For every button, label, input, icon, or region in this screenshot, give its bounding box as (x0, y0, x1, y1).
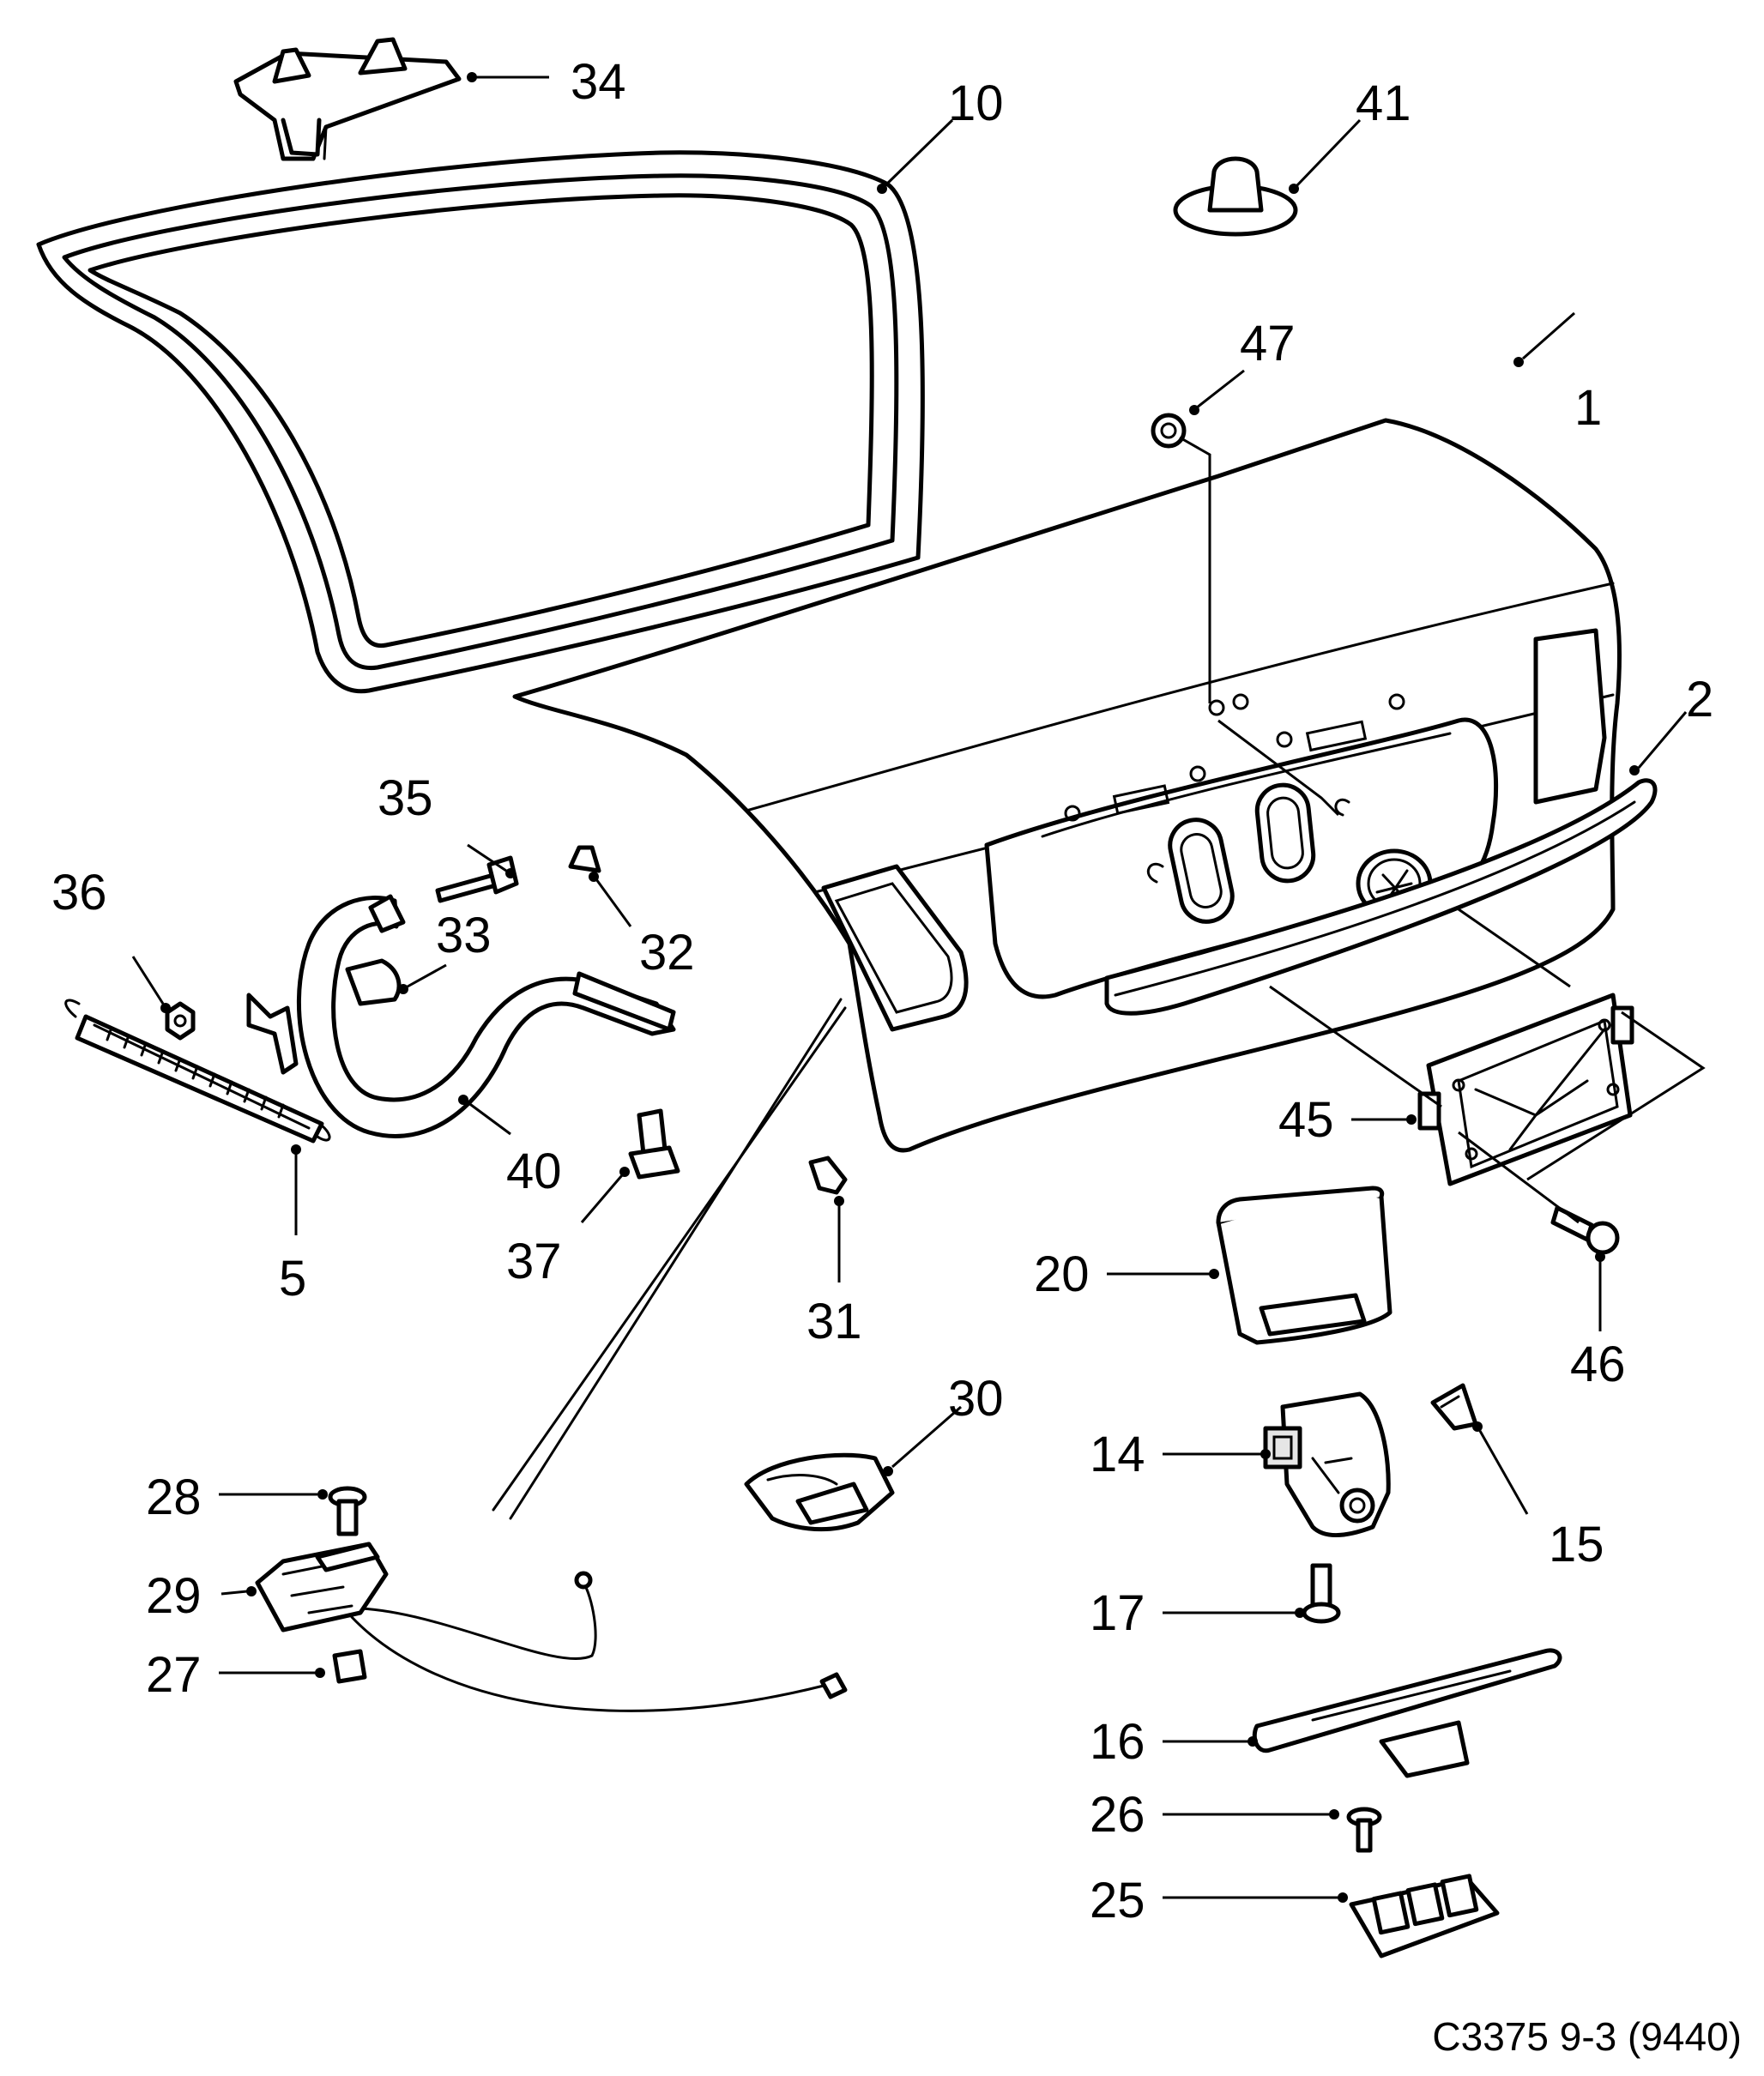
callout-37: 37 (506, 1234, 562, 1289)
callout-14: 14 (1090, 1427, 1145, 1482)
part-33-clip (345, 958, 402, 1006)
callout-16: 16 (1090, 1714, 1145, 1770)
part-10-weatherstrip-seal (36, 150, 925, 694)
part-32-clip (568, 845, 601, 873)
part-25-switch (1349, 1874, 1500, 1958)
part-37-bolt (628, 1108, 680, 1180)
release-cables (350, 998, 848, 1712)
part-5-spring (64, 999, 331, 1144)
callout-45: 45 (1278, 1092, 1334, 1148)
callout-26: 26 (1090, 1787, 1145, 1843)
callout-20: 20 (1034, 1246, 1090, 1302)
callout-1: 1 (1574, 380, 1602, 436)
part-31-clip (808, 1156, 848, 1195)
callout-31: 31 (806, 1294, 862, 1349)
callout-29: 29 (146, 1568, 202, 1624)
part-14-lock-mechanism (1263, 1391, 1391, 1537)
part-28-screw (328, 1486, 367, 1536)
part-26-screw (1346, 1807, 1382, 1853)
part-20-latch-cover (1216, 1186, 1392, 1345)
part-1-trunk-lid (512, 418, 1622, 1153)
callout-34: 34 (571, 54, 626, 110)
callout-27: 27 (146, 1647, 202, 1703)
part-34-hinge-bracket (233, 37, 462, 161)
callout-25: 25 (1090, 1873, 1145, 1928)
callout-47: 47 (1240, 316, 1296, 371)
part-15-small-cap (1430, 1383, 1478, 1431)
callout-15: 15 (1549, 1517, 1604, 1572)
callout-labels: 34 10 41 47 1 2 35 36 33 32 45 40 5 37 2… (51, 54, 1713, 1928)
part-27-clip-nut (332, 1649, 367, 1684)
callout-2: 2 (1686, 672, 1713, 727)
part-46-bolt (1550, 1205, 1620, 1255)
callout-17: 17 (1090, 1585, 1145, 1641)
part-17-screw (1302, 1563, 1341, 1624)
callout-28: 28 (146, 1469, 202, 1525)
figure-id: C3375 9-3 (9440) (1432, 2014, 1742, 2059)
callout-36: 36 (51, 865, 107, 920)
part-29-release-unit (255, 1542, 389, 1632)
part-2-trim-strip (1104, 778, 1658, 1016)
part-36-nut (165, 1001, 196, 1041)
leader-lines (131, 72, 1688, 1903)
part-16-handle-strip (1252, 1648, 1562, 1778)
part-30-bracket (744, 1452, 895, 1532)
callout-40: 40 (506, 1144, 562, 1199)
callout-10: 10 (948, 75, 1004, 131)
part-47-plug (1151, 413, 1187, 449)
part-45-plate-bracket (1417, 993, 1634, 1186)
callout-5: 5 (279, 1251, 306, 1307)
callout-32: 32 (639, 925, 695, 981)
callout-30: 30 (948, 1371, 1004, 1427)
callout-41: 41 (1356, 75, 1411, 131)
reference-lines (1179, 436, 1706, 1224)
callout-46: 46 (1570, 1337, 1626, 1392)
part-40-torsion-bar (246, 894, 676, 1138)
callout-35: 35 (378, 770, 433, 826)
part-35-bolt (435, 855, 519, 903)
part-41-grommet (1173, 156, 1298, 237)
callout-33: 33 (436, 908, 492, 963)
